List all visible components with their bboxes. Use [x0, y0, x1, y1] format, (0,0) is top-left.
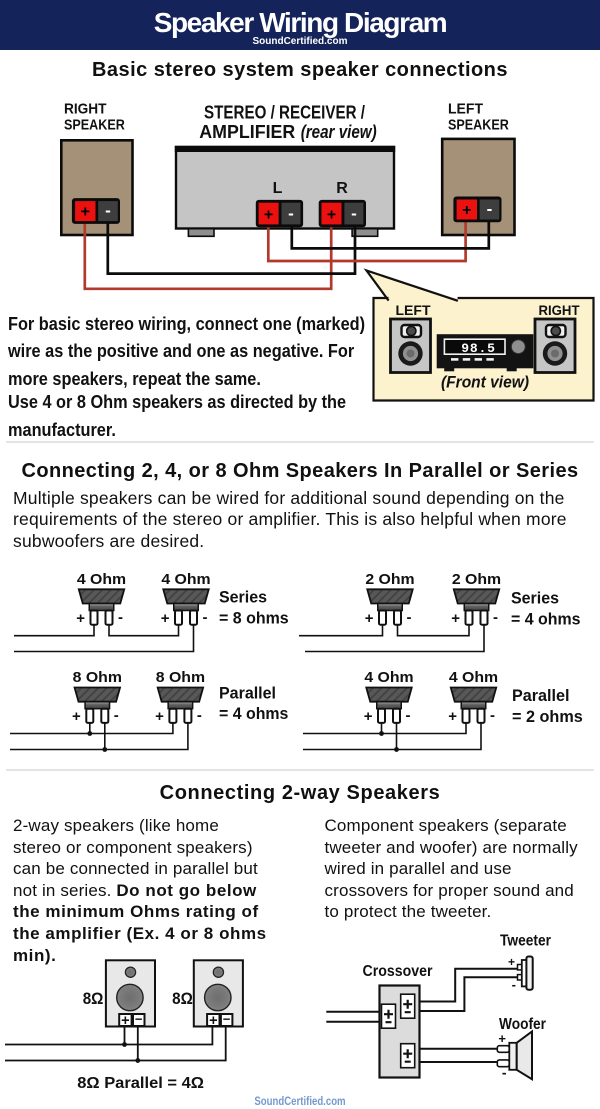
svg-text:SPEAKER: SPEAKER — [64, 116, 125, 133]
svg-text:STEREO / RECEIVER /: STEREO / RECEIVER / — [204, 102, 365, 123]
svg-text:-: - — [502, 1065, 507, 1081]
svg-text:= 4 ohms: = 4 ohms — [219, 704, 288, 723]
svg-text:= 8 ohms: = 8 ohms — [219, 608, 289, 627]
svg-text:8Ω: 8Ω — [83, 989, 104, 1008]
svg-text:+: + — [462, 202, 471, 219]
svg-text:4 Ohm: 4 Ohm — [161, 571, 210, 588]
svg-text:+: + — [81, 203, 90, 220]
svg-text:-: - — [487, 199, 493, 218]
svg-text:Tweeter: Tweeter — [500, 933, 551, 950]
svg-text:Series: Series — [219, 587, 267, 606]
svg-text:R: R — [336, 180, 348, 197]
svg-text:RIGHT: RIGHT — [64, 101, 107, 118]
svg-text:8Ω Parallel = 4Ω: 8Ω Parallel = 4Ω — [77, 1075, 204, 1092]
svg-text:+: + — [508, 955, 515, 969]
svg-text:-: - — [105, 201, 111, 220]
svg-text:-: - — [351, 204, 357, 223]
svg-text:+: + — [498, 1031, 506, 1046]
svg-text:2 Ohm: 2 Ohm — [452, 571, 501, 588]
svg-text:8 Ohm: 8 Ohm — [156, 669, 205, 686]
svg-text:4 Ohm: 4 Ohm — [364, 669, 413, 686]
svg-text:LEFT: LEFT — [448, 101, 483, 118]
svg-text:Parallel: Parallel — [512, 686, 570, 705]
svg-text:SPEAKER: SPEAKER — [448, 116, 509, 133]
svg-text:2 Ohm: 2 Ohm — [365, 571, 414, 588]
svg-text:Woofer: Woofer — [499, 1016, 546, 1033]
svg-text:= 4 ohms: = 4 ohms — [511, 610, 581, 629]
svg-text:98.5: 98.5 — [461, 341, 495, 356]
svg-text:-: - — [288, 204, 294, 223]
svg-text:8Ω: 8Ω — [172, 989, 193, 1008]
svg-text:8 Ohm: 8 Ohm — [73, 669, 122, 686]
svg-text:+: + — [264, 206, 273, 223]
svg-text:(Front view): (Front view) — [441, 374, 529, 392]
svg-text:Parallel: Parallel — [219, 684, 276, 703]
svg-text:Crossover: Crossover — [363, 963, 433, 980]
svg-text:4 Ohm: 4 Ohm — [77, 571, 126, 588]
svg-text:-: - — [512, 977, 516, 992]
svg-text:RIGHT: RIGHT — [539, 302, 580, 318]
svg-text:+: + — [327, 206, 336, 223]
svg-text:Series: Series — [511, 589, 559, 608]
svg-text:4 Ohm: 4 Ohm — [449, 669, 498, 686]
svg-text:L: L — [273, 180, 283, 197]
svg-text:= 2 ohms: = 2 ohms — [512, 707, 583, 726]
svg-text:LEFT: LEFT — [396, 302, 431, 318]
svg-text:AMPLIFIER: AMPLIFIER — [199, 121, 295, 142]
svg-text:(rear view): (rear view) — [301, 121, 377, 142]
